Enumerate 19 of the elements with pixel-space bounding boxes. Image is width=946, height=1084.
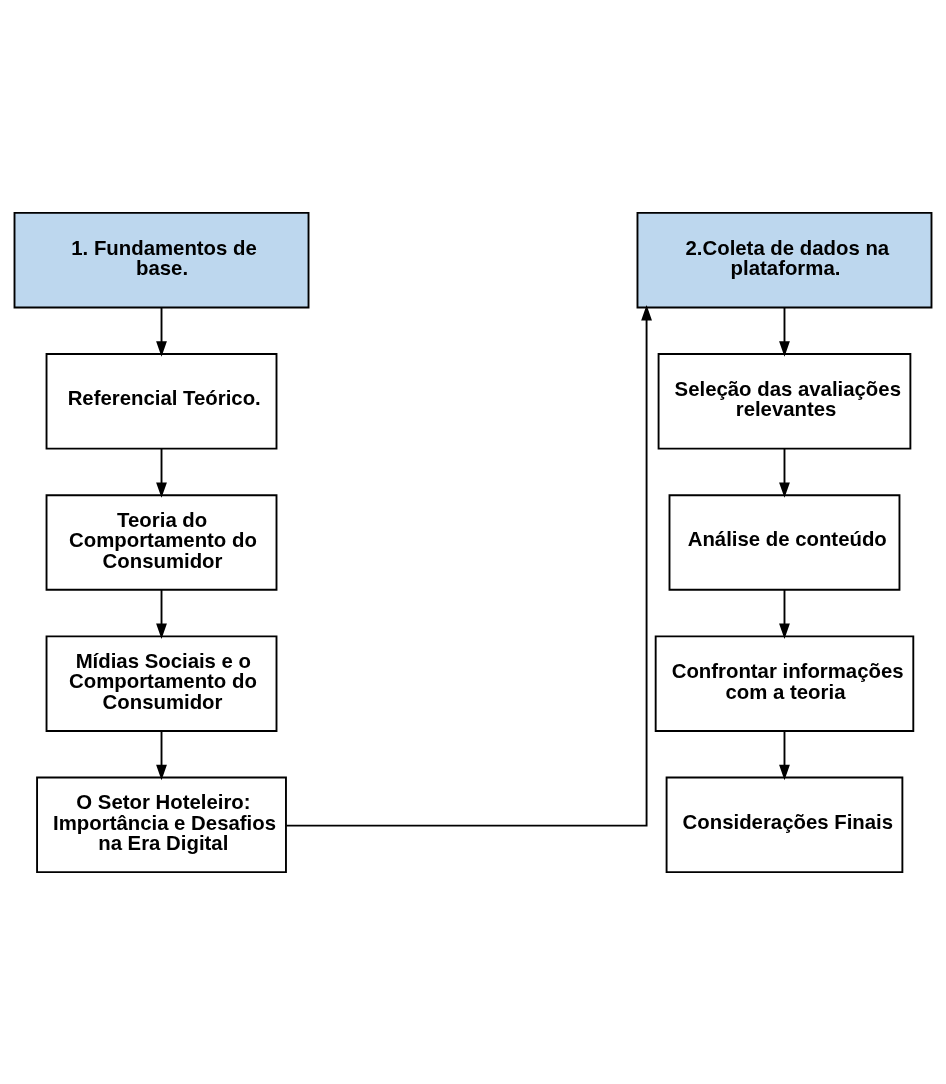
node-box: Teoria do Comportamento do Consumidor xyxy=(45,493,278,591)
node-box: Seleção das avaliações relevantes xyxy=(657,352,912,450)
arrow xyxy=(779,588,790,639)
arrow xyxy=(156,588,167,639)
node-box: Referencial Teórico. xyxy=(45,352,278,450)
node-box: Confrontar informações com a teoria xyxy=(654,634,915,732)
arrow xyxy=(156,729,167,780)
node-box: 1. Fundamentos de base. xyxy=(13,211,310,308)
arrow xyxy=(156,447,167,498)
arrow xyxy=(779,447,790,498)
arrow xyxy=(285,304,652,827)
node-box: O Setor Hoteleiro: Importância e Desafios na Era Digital xyxy=(36,776,287,873)
arrow xyxy=(156,306,167,357)
node-box: 2.Coleta de dados na plataforma. xyxy=(636,211,933,308)
node-box: Análise de conteúdo xyxy=(668,493,901,591)
node-box: Mídias Sociais e o Comportamento do Consumidor xyxy=(45,634,278,732)
arrow xyxy=(779,729,790,780)
arrow xyxy=(779,306,790,357)
node-box: Considerações Finais xyxy=(665,776,904,873)
